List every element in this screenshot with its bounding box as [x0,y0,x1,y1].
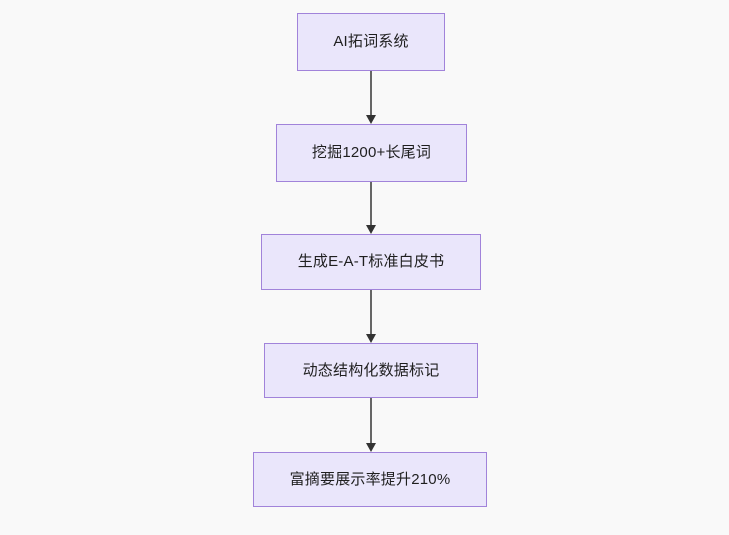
flow-node-label: 动态结构化数据标记 [302,361,440,379]
arrow-head-icon [366,334,376,343]
flow-node-ai-keyword-system[interactable]: AI拓词系统 [297,13,445,71]
flow-node-dynamic-structured-data-markup[interactable]: 动态结构化数据标记 [264,343,478,398]
edge-line [370,290,372,335]
flow-node-rich-snippet-rate-increase[interactable]: 富摘要展示率提升210% [253,452,487,507]
flow-node-generate-eat-whitepaper[interactable]: 生成E-A-T标准白皮书 [261,234,481,290]
flow-node-label: 生成E-A-T标准白皮书 [297,253,445,270]
flow-node-label: AI拓词系统 [333,33,409,50]
edge-line [370,71,372,116]
edge-line [370,182,372,226]
arrow-head-icon [366,225,376,234]
arrow-head-icon [366,443,376,452]
arrow-head-icon [366,115,376,124]
flow-node-mine-longtail-keywords[interactable]: 挖掘1200+长尾词 [276,124,467,182]
edge-line [370,398,372,444]
flow-node-label: 挖掘1200+长尾词 [311,144,432,161]
flow-node-label: 富摘要展示率提升210% [289,470,451,488]
